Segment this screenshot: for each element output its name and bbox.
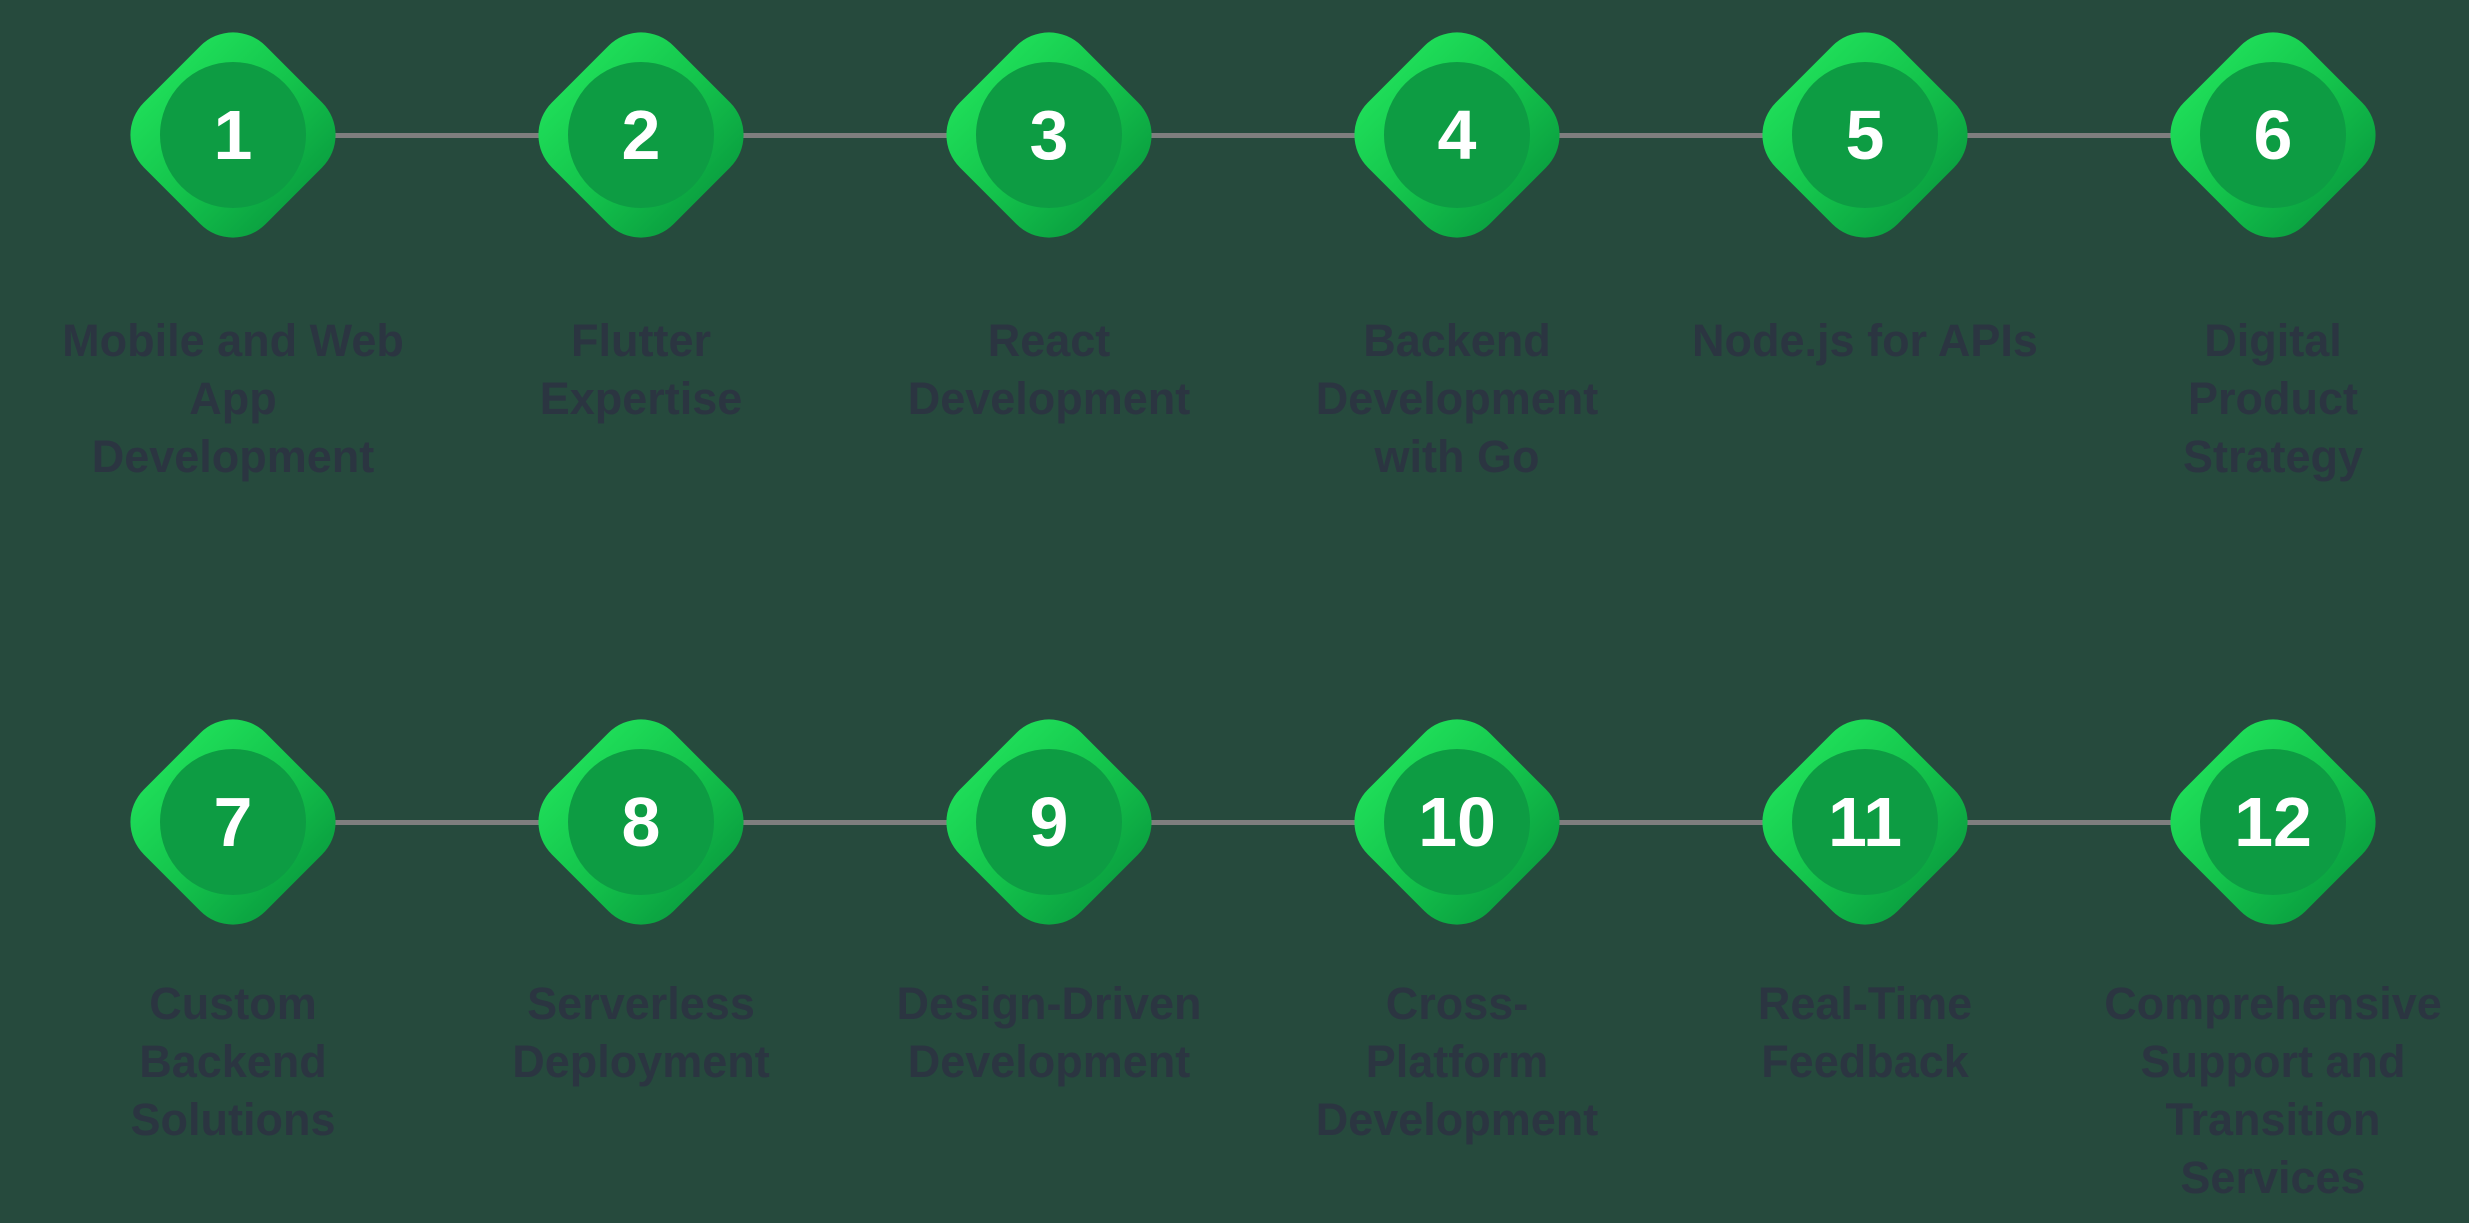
step-number-circle: 4 (1384, 62, 1530, 208)
step-label-line: Expertise (539, 373, 743, 424)
step-label-line: Flutter (571, 315, 711, 366)
step-label-line: Real-Time (1757, 978, 1973, 1029)
step-number-circle: 9 (976, 749, 1122, 895)
step-label-line: with Go (1374, 431, 1540, 482)
step-label-line: Support and (2140, 1036, 2406, 1087)
step-number-circle: 1 (160, 62, 306, 208)
step-number: 10 (1418, 783, 1496, 861)
step-label-line: App (189, 373, 277, 424)
step-label-line: Development (1315, 1094, 1599, 1145)
step-label-line: Services (2180, 1152, 2366, 1203)
step-connector-line (1865, 820, 2273, 825)
step-number: 3 (1029, 96, 1069, 174)
step-label-line: Node.js for APIs (1692, 315, 2038, 366)
step-label-line: Development (907, 373, 1191, 424)
step-label: Node.js for APIs (1645, 312, 2085, 370)
step-label-line: Design-Driven (896, 978, 1202, 1029)
step-label-line: Mobile and Web (62, 315, 404, 366)
step-connector-line (1049, 133, 1457, 138)
step-number: 11 (1828, 783, 1902, 861)
step-label-line: Custom (149, 978, 317, 1029)
step-label-line: Development (91, 431, 375, 482)
step-label-line: Backend (1363, 315, 1551, 366)
step-number-circle: 2 (568, 62, 714, 208)
step-connector-line (1457, 820, 1865, 825)
step-label-line: Feedback (1761, 1036, 1969, 1087)
step-number-circle: 10 (1384, 749, 1530, 895)
step-number: 12 (2234, 783, 2312, 861)
step-label-line: React (987, 315, 1111, 366)
step-number-circle: 12 (2200, 749, 2346, 895)
step-label-line: Product (2187, 373, 2358, 424)
step-number-circle: 11 (1792, 749, 1938, 895)
step-number: 5 (1845, 96, 1885, 174)
step-number-circle: 6 (2200, 62, 2346, 208)
step-connector-line (641, 133, 1049, 138)
step-connector-line (233, 133, 641, 138)
step-label-line: Digital (2204, 315, 2342, 366)
step-label-line: Backend (139, 1036, 327, 1087)
step-label-line: Serverless (527, 978, 755, 1029)
step-connector-line (233, 820, 641, 825)
step-connector-line (1865, 133, 2273, 138)
step-number-circle: 3 (976, 62, 1122, 208)
step-label-line: Solutions (130, 1094, 336, 1145)
step-label-line: Comprehensive (2104, 978, 2442, 1029)
step-connector-line (1049, 820, 1457, 825)
step-number: 8 (621, 783, 661, 861)
step-number-circle: 5 (1792, 62, 1938, 208)
step-number: 4 (1437, 96, 1477, 174)
step-label-line: Development (1315, 373, 1599, 424)
step-number-circle: 7 (160, 749, 306, 895)
step-number: 7 (213, 783, 253, 861)
step-label-line: Cross- (1385, 978, 1529, 1029)
step-number: 6 (2253, 96, 2293, 174)
step-connector-line (1457, 133, 1865, 138)
step-number: 2 (621, 96, 661, 174)
step-connector-line (641, 820, 1049, 825)
step-label-line: Deployment (512, 1036, 770, 1087)
step-number-circle: 8 (568, 749, 714, 895)
step-label-line: Transition (2165, 1094, 2381, 1145)
step-label-line: Platform (1365, 1036, 1549, 1087)
step-number: 9 (1029, 783, 1069, 861)
step-number: 1 (213, 96, 253, 174)
step-label-line: Strategy (2182, 431, 2364, 482)
step-label-line: Development (907, 1036, 1191, 1087)
